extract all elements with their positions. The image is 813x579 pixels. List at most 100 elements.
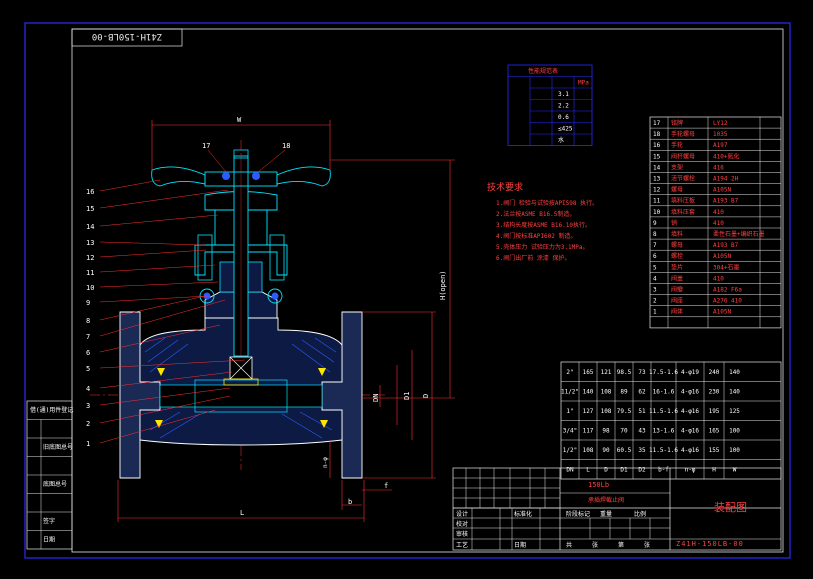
dim-cell: 4-φ16 <box>681 389 699 396</box>
balloon-6: 6 <box>86 349 90 357</box>
dim-cell: 108 <box>601 408 612 415</box>
dim-cell: 4-φ16 <box>681 447 699 454</box>
part-number: 17 <box>653 120 661 127</box>
weld-marker <box>320 420 328 428</box>
title-block-code: Z41H-150LB-00 <box>676 540 744 548</box>
dim-cell: 73 <box>638 369 646 376</box>
part-number: 9 <box>653 220 657 227</box>
dim-cell: 100 <box>729 447 740 454</box>
dim-cell: 4-φ16 <box>681 428 699 435</box>
dim-cell: 108 <box>583 447 594 454</box>
dim-D1: D1 <box>403 392 411 400</box>
dim-cell: 108 <box>601 389 612 396</box>
part-name: 铭牌 <box>671 119 683 127</box>
dim-cell: 11/2" <box>561 389 579 396</box>
part-number: 10 <box>653 209 661 216</box>
balloon-11: 11 <box>86 269 94 277</box>
part-material: A197 <box>713 142 728 149</box>
dim-cell: 4-φ19 <box>681 369 699 376</box>
dim-cell: 121 <box>601 369 612 376</box>
part-number: 13 <box>653 176 661 183</box>
tech-line: 1.阀门 检验与试验按API598 执行。 <box>496 199 598 207</box>
title-block-label: 共 <box>566 541 572 549</box>
title-block-label: 校对 <box>456 520 468 528</box>
balloon-8: 8 <box>86 317 90 325</box>
part-material: A182 F6a <box>713 287 742 294</box>
part-material: 416 <box>713 164 724 171</box>
bolt-left <box>199 288 215 304</box>
dim-cell: 240 <box>709 369 720 376</box>
title-box-text: Z41H-150LB-00 <box>92 31 162 41</box>
perf-unit: MPa <box>578 80 589 87</box>
part-material: LY12 <box>713 120 728 127</box>
dim-cell: 17.5-1.6 <box>649 369 678 376</box>
part-material: 304+石墨 <box>713 264 739 271</box>
dim-header: b-f <box>658 467 669 474</box>
title-block-label: 审核 <box>456 530 468 538</box>
valve-body <box>139 317 343 446</box>
part-number: 3 <box>653 287 657 294</box>
perf-value: 0.6 <box>558 114 569 121</box>
dim-cell: 127 <box>583 408 594 415</box>
part-name: 活节螺栓 <box>671 175 695 183</box>
class-label: 150Lb <box>588 481 609 489</box>
tech-line: 6.阀门出厂前 涂漆 保护。 <box>496 254 570 262</box>
dim-cell: 43 <box>638 428 646 435</box>
part-material: 410 <box>713 220 724 227</box>
part-number: 8 <box>653 231 657 238</box>
balloon-1: 1 <box>86 440 90 448</box>
perf-value: ≤425 <box>558 126 573 133</box>
part-name: 填料压板 <box>671 197 695 205</box>
dim-H: H(open) <box>439 270 447 300</box>
balloon-14: 14 <box>86 223 94 231</box>
part-name: 阀座 <box>671 297 683 305</box>
part-number: 16 <box>653 142 661 149</box>
tech-title: 技术要求 <box>487 181 523 193</box>
title-block: 150Lb 承插焊截止阀 装配图 Z41H-150LB-00 设计标准化校对审核… <box>452 467 782 551</box>
balloon-7: 7 <box>86 333 90 341</box>
balloon-15: 15 <box>86 205 94 213</box>
title-block-label: 工艺 <box>456 541 468 549</box>
tech-line: 5.壳体压力 试验压力为3.1MPa。 <box>496 243 589 251</box>
balloon-16: 16 <box>86 188 94 196</box>
part-name: 填料压套 <box>671 208 695 216</box>
part-number: 14 <box>653 164 661 171</box>
tech-line: 4.阀门按标准API602 制造。 <box>496 232 577 240</box>
handwheel-right <box>276 166 331 187</box>
dim-DN: DN <box>372 394 380 402</box>
part-number: 5 <box>653 264 657 271</box>
part-name: 阀体 <box>671 308 683 316</box>
title-block-label: 日期 <box>514 541 526 549</box>
dim-cell: 51 <box>638 408 646 415</box>
balloon-4: 4 <box>86 385 90 393</box>
dim-cell: 98.5 <box>617 369 632 376</box>
dim-cell: 62 <box>638 389 646 396</box>
inner-frame <box>71 28 784 553</box>
dim-cell: 1" <box>566 408 573 415</box>
balloon-17: 17 <box>202 142 210 150</box>
perf-title: 性能规范表 <box>528 67 558 75</box>
dim-cell: 90 <box>602 447 610 454</box>
dim-f: f <box>384 482 388 490</box>
part-name: 垫片 <box>671 263 683 271</box>
dim-cell: 11.5-1.6 <box>649 447 678 454</box>
dim-cell: 140 <box>729 369 740 376</box>
balloon-18: 18 <box>282 142 290 150</box>
part-number: 15 <box>653 153 661 160</box>
bolt-right <box>267 288 283 304</box>
dim-cell: 140 <box>583 389 594 396</box>
balloon-3: 3 <box>86 402 90 410</box>
part-material: A105N <box>713 253 731 260</box>
part-material: A105N <box>713 309 731 316</box>
dim-cell: 1/2" <box>563 447 577 454</box>
handwheel-left <box>151 166 206 187</box>
part-name: 螺母 <box>671 241 683 249</box>
part-name: 阀瓣 <box>671 286 683 294</box>
dim-cell: 195 <box>709 408 720 415</box>
balloon-2: 2 <box>86 420 90 428</box>
part-number: 6 <box>653 253 657 260</box>
outer-frame <box>24 22 791 559</box>
